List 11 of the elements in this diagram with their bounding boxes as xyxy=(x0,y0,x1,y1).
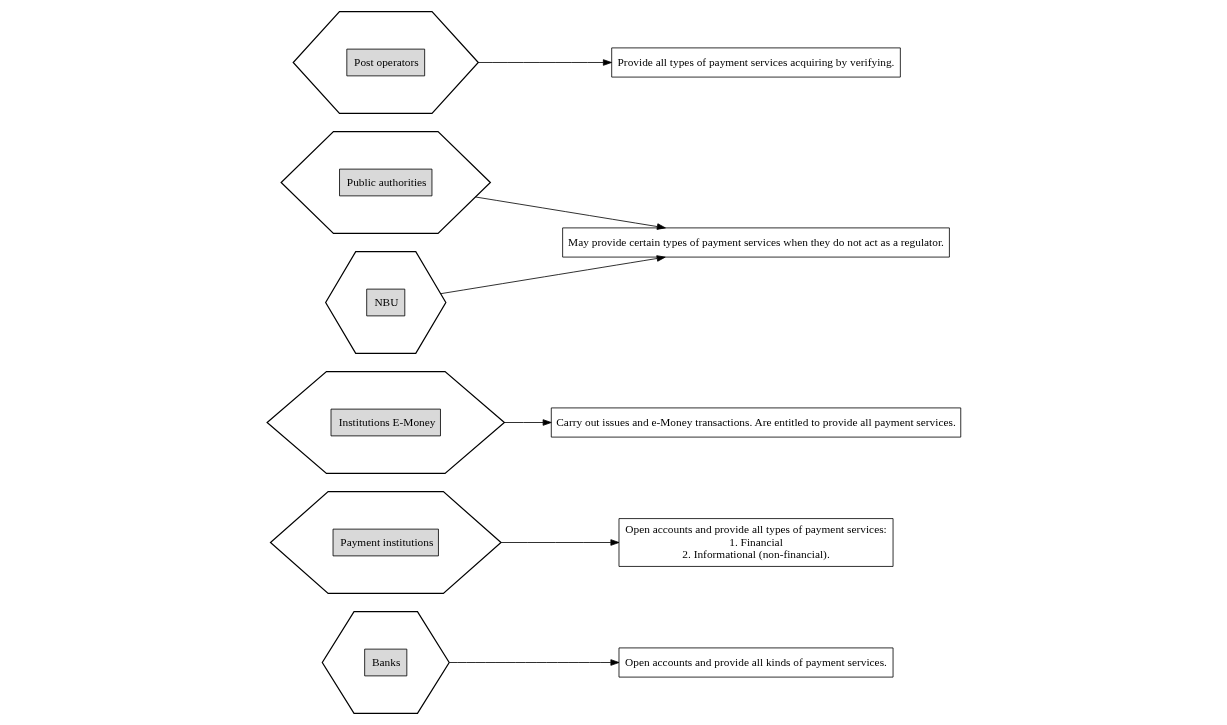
node-box: Open accounts and provide all types of payment services: 1. Financial 2. Informational (non-financial). xyxy=(618,518,893,567)
arrow xyxy=(474,196,666,230)
node-box: Open accounts and provide all kinds of payment services. xyxy=(618,647,893,678)
node-box: Provide all types of payment services acquiring by verifying. xyxy=(610,47,901,78)
node-box: Carry out issues and e-Money transactions. Are entitled to provide all payment services. xyxy=(550,407,961,438)
arrow xyxy=(503,419,552,426)
arrow xyxy=(448,659,619,666)
node-box: May provide certain types of payment services when they do not act as a regulator. xyxy=(561,227,950,258)
arrow xyxy=(477,59,612,66)
arrow xyxy=(440,255,666,295)
arrow xyxy=(500,539,619,546)
